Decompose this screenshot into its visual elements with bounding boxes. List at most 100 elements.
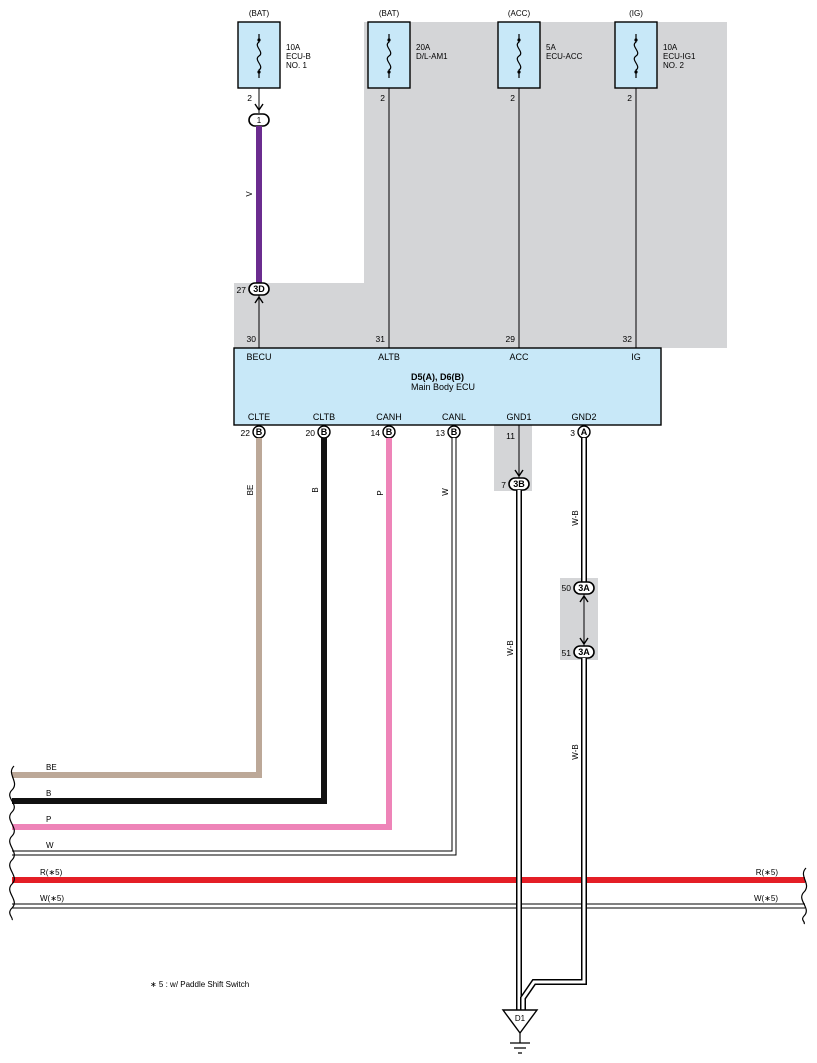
arrow-down-icon [254, 103, 264, 112]
arrow-down-icon [579, 637, 589, 646]
ecu-top-pin: 29 [506, 334, 516, 344]
svg-text:B: B [451, 427, 458, 437]
ground-icon [510, 1042, 530, 1054]
wire-label-b: B [311, 487, 320, 492]
svg-text:3A: 3A [578, 583, 590, 593]
svg-text:7: 7 [501, 480, 506, 490]
svg-text:3D: 3D [253, 284, 265, 294]
pin-clte: 22 B [241, 425, 266, 439]
terminal-gnd1: GND1 [506, 412, 531, 422]
svg-text:51: 51 [562, 648, 572, 658]
wire-label-wb-1: W-B [506, 640, 515, 655]
fuse-name-2: NO. 2 [663, 61, 684, 70]
fuse-box [497, 21, 541, 89]
fuse-box [614, 21, 658, 89]
fuse-pin: 2 [627, 93, 632, 103]
ecu-top-pin: 30 [247, 334, 257, 344]
svg-text:50: 50 [562, 583, 572, 593]
svg-text:D1: D1 [515, 1014, 526, 1023]
pin-gnd1: 11 [506, 431, 515, 441]
connector-3a-51: 51 3A [562, 645, 595, 659]
svg-text:3A: 3A [578, 647, 590, 657]
fuse-rating: 20A [416, 43, 431, 52]
fuse-name: ECU-IG1 [663, 52, 696, 61]
pin-canl: 13 B [436, 425, 461, 439]
svg-text:14: 14 [371, 428, 381, 438]
main-body-ecu: BECU ALTB ACC IG D5(A), D6(B) Main Body … [233, 347, 662, 426]
wire-pink-p [12, 438, 392, 830]
fuse-icon [633, 34, 639, 78]
svg-text:20: 20 [306, 428, 316, 438]
wire-wb-gnd2-lower [520, 658, 587, 1010]
svg-text:11: 11 [506, 431, 515, 441]
fuse-name: ECU-B [286, 52, 311, 61]
wire-black-b [12, 438, 327, 804]
fuse-source-label: (IG) [629, 9, 643, 18]
terminal-acc: ACC [509, 352, 529, 362]
ecu-subtitle: Main Body ECU [411, 382, 475, 392]
svg-text:3: 3 [570, 428, 575, 438]
ecu-title: D5(A), D6(B) [411, 372, 464, 382]
bus-label-r5-left: R(∗5) [40, 868, 63, 877]
fuse-rating: 5A [546, 43, 556, 52]
fuse-rating: 10A [663, 43, 678, 52]
svg-text:B: B [321, 427, 328, 437]
terminal-clte: CLTE [248, 412, 270, 422]
wire-label-w: W [441, 488, 450, 496]
bus-label-w: W [46, 841, 54, 850]
bus-label-b: B [46, 789, 51, 798]
fuse-ecu-ig1: (IG) 10A ECU-IG1 NO. 2 2 [614, 9, 696, 103]
wire-break-left-icon [9, 765, 16, 921]
terminal-gnd2: GND2 [571, 412, 596, 422]
terminal-cltb: CLTB [313, 412, 335, 422]
fuse-ecu-b: (BAT) 10A ECU-B NO. 1 2 [237, 9, 311, 103]
terminal-altb: ALTB [378, 352, 400, 362]
bus-label-r5-right: R(∗5) [756, 868, 779, 877]
connector-3b: 7 3B [501, 477, 530, 491]
fuse-name: D/L-AM1 [416, 52, 448, 61]
fuse-source-label: (BAT) [249, 9, 270, 18]
arrow-down-icon [514, 469, 524, 478]
svg-text:A: A [581, 427, 588, 437]
bus-label-be: BE [46, 763, 57, 772]
connector-3d: 27 3D [237, 282, 270, 296]
connector-1: 1 [248, 113, 270, 127]
fuse-name-2: NO. 1 [286, 61, 307, 70]
wire-tan-be [12, 438, 262, 778]
svg-text:13: 13 [436, 428, 446, 438]
shaded-area-upper [234, 22, 727, 348]
svg-text:1: 1 [257, 116, 262, 125]
wire-label-v: V [245, 191, 254, 197]
fuse-icon [516, 34, 522, 78]
bus-label-p: P [46, 815, 51, 824]
terminal-becu: BECU [246, 352, 271, 362]
fuse-icon [256, 34, 262, 78]
fuse-icon [386, 34, 392, 78]
fuse-source-label: (ACC) [508, 9, 531, 18]
svg-text:B: B [256, 427, 263, 437]
bus-label-w5-left: W(∗5) [40, 894, 64, 903]
fuse-source-label: (BAT) [379, 9, 400, 18]
svg-text:22: 22 [241, 428, 251, 438]
terminal-canl: CANL [442, 412, 466, 422]
pin-cltb: 20 B [306, 425, 331, 439]
fuse-rating: 10A [286, 43, 301, 52]
ecu-top-pin: 31 [376, 334, 386, 344]
wire-break-right-icon [801, 867, 808, 925]
fuse-box [367, 21, 411, 89]
svg-text:B: B [386, 427, 393, 437]
footnote: ∗ 5 : w/ Paddle Shift Switch [150, 980, 249, 989]
pin-gnd2: 3 A [570, 425, 591, 439]
bus-label-w5-right: W(∗5) [754, 894, 778, 903]
fuse-pin: 2 [510, 93, 515, 103]
terminal-canh: CANH [376, 412, 402, 422]
wire-label-wb-3: W-B [571, 744, 580, 759]
terminal-ig: IG [631, 352, 641, 362]
fuse-ecu-acc: (ACC) 5A ECU-ACC 2 [497, 9, 583, 103]
svg-text:27: 27 [237, 285, 247, 295]
fuse-name: ECU-ACC [546, 52, 583, 61]
fuse-pin: 2 [247, 93, 252, 103]
wire-label-p: P [376, 490, 385, 495]
pin-canh: 14 B [371, 425, 396, 439]
